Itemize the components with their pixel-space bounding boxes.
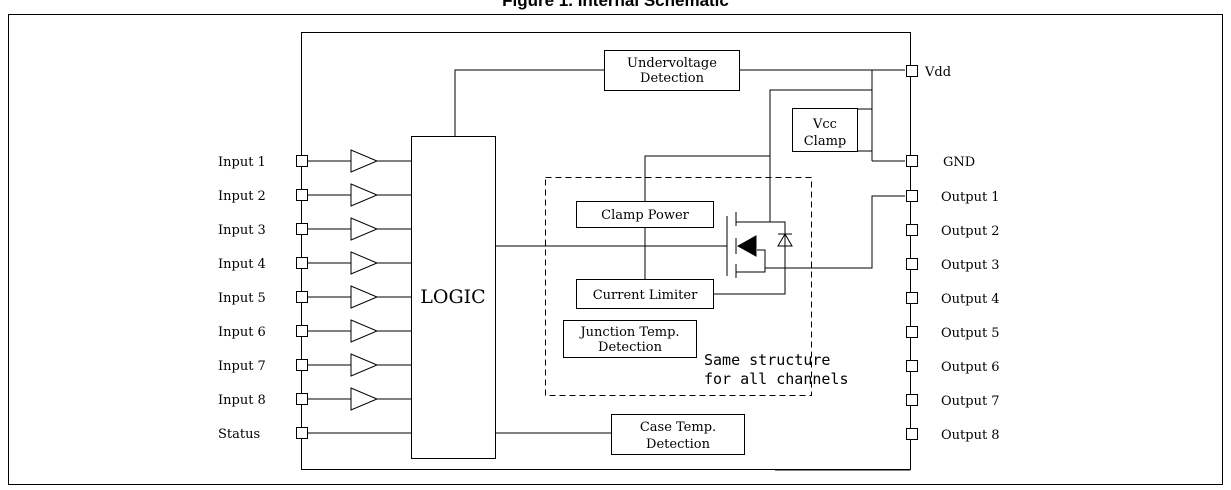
same-structure-line1: Same structure	[704, 351, 830, 369]
input-8-label: Input 8	[218, 393, 266, 408]
undervoltage-line2: Detection	[640, 71, 705, 86]
case-temp-block	[611, 414, 745, 455]
case-temp-line2: Detection	[646, 437, 711, 452]
output-5-label: Output 5	[941, 326, 1000, 341]
status-label: Status	[218, 427, 260, 442]
input-1-pin	[296, 155, 308, 167]
output-1-label: Output 1	[941, 190, 1000, 205]
input-1-buffer	[350, 149, 379, 173]
input-4-pin	[296, 257, 308, 269]
current-limiter-label: Current Limiter	[593, 288, 698, 303]
junction-temp-line2: Detection	[598, 340, 663, 355]
input-7-pin	[296, 359, 308, 371]
input-1-label: Input 1	[218, 155, 266, 170]
case-temp-line1: Case Temp.	[640, 420, 716, 435]
logic-block	[411, 136, 496, 459]
vcc-clamp-line2: Clamp	[804, 134, 847, 149]
input-7-buffer	[350, 353, 379, 377]
output-8-pin	[906, 428, 918, 440]
output-2-label: Output 2	[941, 224, 1000, 239]
undervoltage-line1: Undervoltage	[627, 56, 717, 71]
input-6-pin	[296, 325, 308, 337]
chip-outline	[301, 32, 911, 470]
status-pin	[296, 427, 308, 439]
logic-label: LOGIC	[420, 286, 485, 308]
input-2-buffer	[350, 183, 379, 207]
input-8-buffer	[350, 387, 379, 411]
output-3-label: Output 3	[941, 258, 1000, 273]
output-7-label: Output 7	[941, 394, 1000, 409]
same-structure-line2: for all channels	[704, 370, 849, 388]
output-8-label: Output 8	[941, 428, 1000, 443]
output-4-pin	[906, 292, 918, 304]
input-3-buffer	[350, 217, 379, 241]
input-4-label: Input 4	[218, 257, 266, 272]
junction-temp-line1: Junction Temp.	[578, 325, 679, 340]
input-7-label: Input 7	[218, 359, 266, 374]
gnd-pin	[906, 155, 918, 167]
clamp-power-label: Clamp Power	[601, 208, 690, 223]
input-5-pin	[296, 291, 308, 303]
input-2-label: Input 2	[218, 189, 266, 204]
vdd-label: Vdd	[924, 65, 951, 80]
input-6-label: Input 6	[218, 325, 266, 340]
output-3-pin	[906, 258, 918, 270]
output-6-label: Output 6	[941, 360, 1000, 375]
vcc-clamp-block	[792, 108, 858, 152]
input-3-pin	[296, 223, 308, 235]
input-8-pin	[296, 393, 308, 405]
vdd-pin	[906, 65, 918, 77]
channel-region	[545, 177, 812, 396]
output-5-pin	[906, 326, 918, 338]
gnd-label: GND	[943, 155, 975, 170]
output-7-pin	[906, 394, 918, 406]
figure-title: Figure 1. Internal Schematic	[502, 0, 729, 10]
output-1-pin	[906, 190, 918, 202]
input-5-label: Input 5	[218, 291, 266, 306]
input-5-buffer	[350, 285, 379, 309]
input-4-buffer	[350, 251, 379, 275]
output-2-pin	[906, 224, 918, 236]
input-3-label: Input 3	[218, 223, 266, 238]
junction-temp-block	[563, 320, 697, 358]
output-6-pin	[906, 360, 918, 372]
input-6-buffer	[350, 319, 379, 343]
output-4-label: Output 4	[941, 292, 1000, 307]
input-2-pin	[296, 189, 308, 201]
vcc-clamp-line1: Vcc	[812, 117, 837, 132]
